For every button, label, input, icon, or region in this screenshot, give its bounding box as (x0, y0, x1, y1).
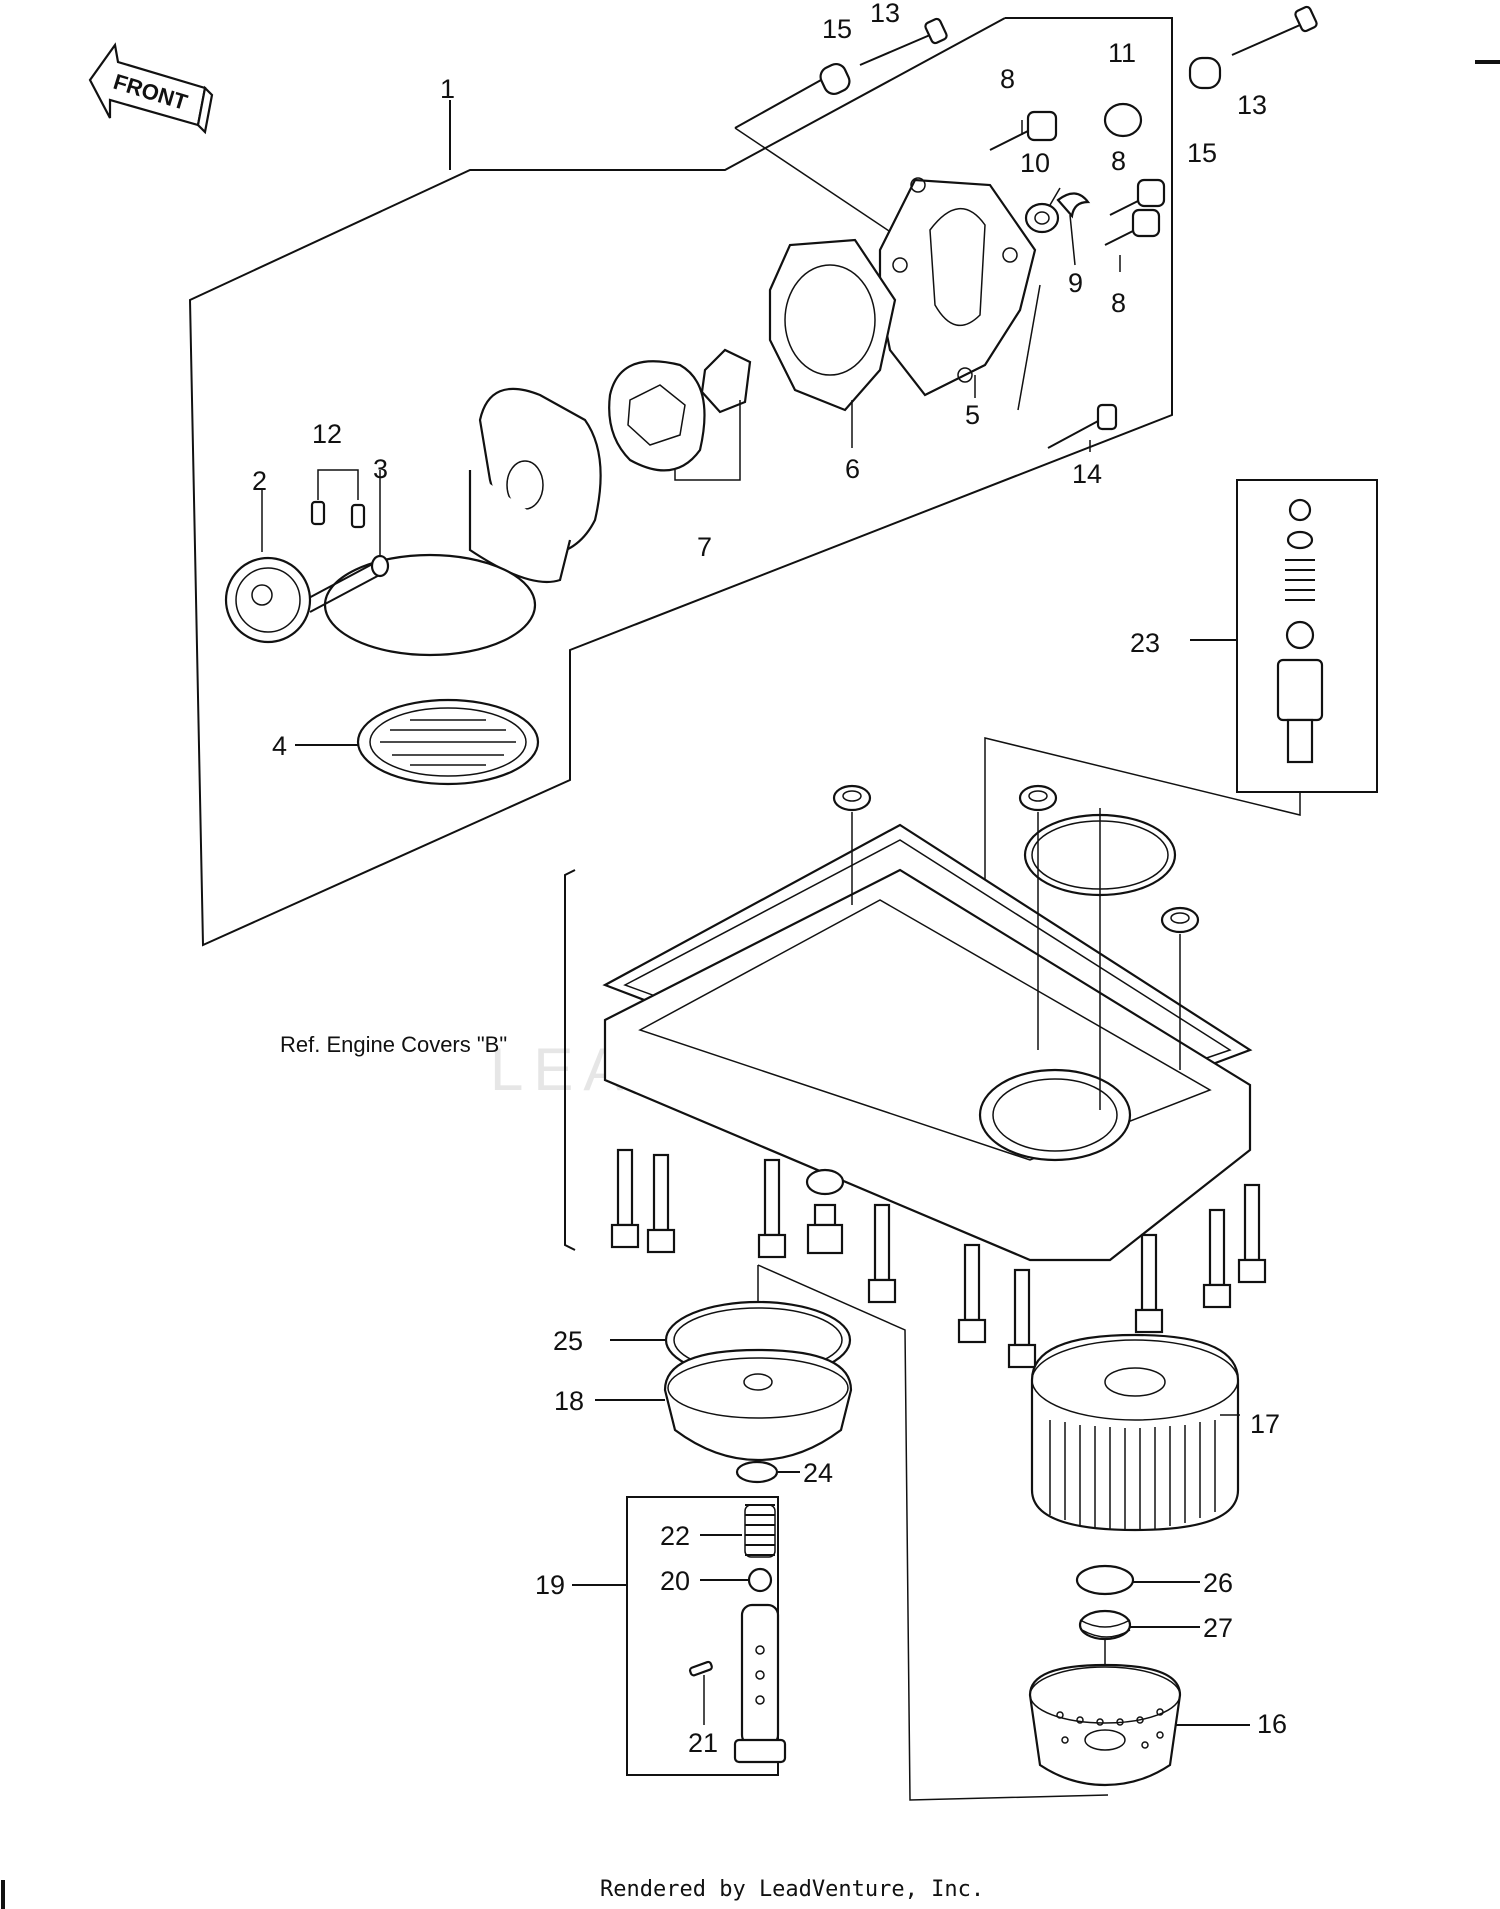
bolt-8-mid (1109, 178, 1166, 216)
pins-12 (310, 469, 366, 529)
rotor-inner-outer-7 (608, 348, 752, 472)
callout-20: 20 (660, 1566, 690, 1596)
callout-3: 3 (373, 454, 388, 484)
drain-plug (805, 1168, 845, 1255)
front-arrow-icon: FRONT (88, 42, 214, 135)
oil-pump-assembly-outline (188, 17, 1173, 947)
callout-2: 2 (252, 466, 267, 496)
oil-filter-17 (1030, 1333, 1240, 1532)
collar-right (1188, 56, 1222, 90)
callout-leaders (449, 100, 1250, 1726)
callout-4: 4 (272, 731, 287, 761)
collar-left (819, 63, 851, 95)
pickup-plate (323, 553, 537, 657)
callout-13-left: 13 (870, 0, 900, 28)
callout-11: 11 (1108, 38, 1136, 68)
pump-shaft (304, 554, 390, 613)
callout-10: 10 (1020, 148, 1050, 178)
callout-15-right: 15 (1187, 138, 1217, 168)
callout-27: 27 (1203, 1613, 1233, 1643)
reference-note: Ref. Engine Covers "B" (280, 1032, 507, 1057)
pump-body-3 (468, 387, 602, 584)
bolt-8-lower (1104, 208, 1161, 246)
bolt-left (859, 17, 948, 66)
callout-19: 19 (535, 1570, 565, 1600)
callout-9: 9 (1068, 268, 1083, 298)
washer-mid (1018, 784, 1058, 812)
filter-cover-18 (663, 1348, 853, 1462)
callout-8-mid: 8 (1111, 146, 1126, 176)
callout-26: 26 (1203, 1568, 1233, 1598)
sprocket-2 (224, 556, 312, 644)
collar-11 (1103, 102, 1143, 138)
bolt-14 (1047, 403, 1118, 449)
callout-23: 23 (1130, 628, 1160, 658)
callout-14: 14 (1072, 459, 1102, 489)
callout-21: 21 (688, 1728, 718, 1758)
spring-22 (744, 1504, 776, 1558)
washer-10 (1024, 202, 1060, 234)
oil-pan (603, 868, 1252, 1262)
callout-25: 25 (553, 1326, 583, 1356)
callout-1: 1 (440, 74, 455, 104)
callout-13-right: 13 (1237, 90, 1267, 120)
callout-24: 24 (803, 1458, 833, 1488)
callout-12: 12 (312, 419, 342, 449)
callout-6: 6 (845, 454, 860, 484)
washer-right (1160, 906, 1200, 934)
valve-21-body (733, 1603, 787, 1764)
callout-5: 5 (965, 400, 980, 430)
callout-7: 7 (697, 532, 712, 562)
washer-24 (735, 1460, 779, 1484)
callout-17: 17 (1250, 1409, 1280, 1439)
pump-cover-5 (878, 177, 1037, 397)
callout-8-top: 8 (1000, 64, 1015, 94)
washer-left (832, 784, 872, 812)
pan-bolts (610, 1148, 1267, 1369)
washer-26 (1075, 1564, 1135, 1596)
pin-21 (688, 1660, 713, 1677)
callout-18: 18 (554, 1386, 584, 1416)
spring-27 (1078, 1609, 1132, 1641)
callout-22: 22 (660, 1521, 690, 1551)
callout-16: 16 (1257, 1709, 1287, 1739)
callout-8-bottom: 8 (1111, 288, 1126, 318)
ball-20 (747, 1567, 773, 1593)
relief-valve-23 (1276, 498, 1324, 764)
oil-strainer-4 (356, 698, 540, 786)
callout-15-left: 15 (822, 14, 852, 44)
filter-cup-16 (1028, 1663, 1182, 1787)
render-credit: Rendered by LeadVenture, Inc. (600, 1877, 984, 1902)
relief-valve-box (1236, 479, 1378, 793)
clip-9 (1056, 192, 1091, 219)
bolt-right (1231, 5, 1318, 56)
bolt-8-upper (989, 110, 1058, 151)
gasket-6 (768, 238, 897, 412)
